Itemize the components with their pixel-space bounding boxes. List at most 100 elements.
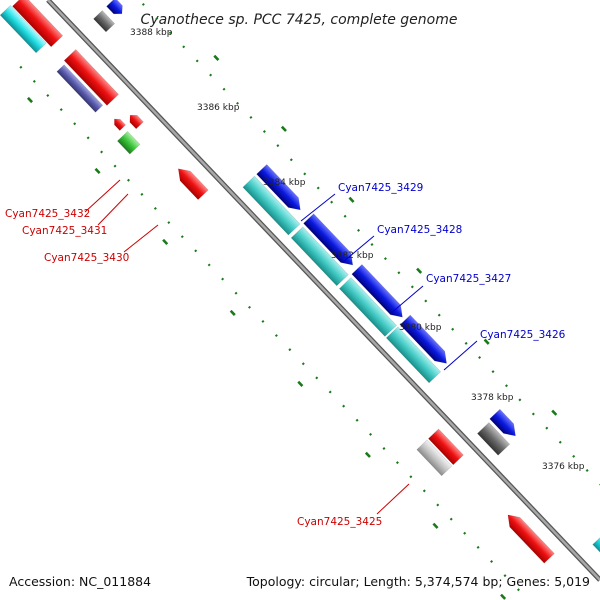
tick-mark xyxy=(364,451,371,458)
tick-mark xyxy=(19,65,23,69)
gene-label-forward[interactable]: Cyan7425_3429 xyxy=(338,182,423,194)
tick-mark xyxy=(315,376,319,380)
tick-mark xyxy=(504,384,508,388)
gene-feature[interactable] xyxy=(416,439,453,477)
tick-mark xyxy=(328,390,332,394)
tick-mark xyxy=(100,150,104,154)
gene-feature[interactable] xyxy=(173,164,209,201)
tick-mark xyxy=(153,206,157,210)
tick-mark xyxy=(46,93,50,97)
tick-mark xyxy=(585,468,589,472)
tick-mark xyxy=(316,186,320,190)
tick-mark xyxy=(209,73,213,77)
tick-mark xyxy=(301,362,305,366)
gene-label-forward[interactable]: Cyan7425_3427 xyxy=(426,273,511,285)
tick-mark xyxy=(276,144,280,148)
tick-mark xyxy=(262,130,266,134)
kbp-label: 3386 kbp xyxy=(197,103,240,113)
kbp-label: 3382 kbp xyxy=(331,251,374,261)
tick-mark xyxy=(551,409,558,416)
gene-feature[interactable] xyxy=(12,0,64,48)
tick-mark xyxy=(162,238,169,246)
tick-mark xyxy=(436,503,440,507)
tick-mark xyxy=(280,125,287,132)
kbp-label: 3378 kbp xyxy=(471,393,514,403)
tick-mark xyxy=(516,588,520,592)
gene-label-reverse[interactable]: Cyan7425_3430 xyxy=(44,252,129,264)
tick-mark xyxy=(545,426,549,430)
kbp-label: 3388 kbp xyxy=(130,28,173,38)
gene-feature[interactable] xyxy=(63,49,119,106)
gene-feature[interactable] xyxy=(476,422,511,456)
gene-feature[interactable] xyxy=(385,326,442,384)
gene-feature[interactable] xyxy=(0,5,47,54)
tick-mark xyxy=(369,432,373,436)
gene-feature[interactable] xyxy=(428,428,464,466)
tick-mark xyxy=(249,115,253,119)
tick-mark xyxy=(155,17,159,21)
gene-label-reverse[interactable]: Cyan7425_3432 xyxy=(5,208,90,220)
genome-backbone xyxy=(46,0,600,582)
tick-mark xyxy=(59,108,63,112)
tick-mark xyxy=(409,475,413,479)
tick-mark xyxy=(490,560,494,563)
tick-mark xyxy=(195,59,199,63)
genome-summary-text: Topology: circular; Length: 5,374,574 bp… xyxy=(246,574,590,589)
gene-feature[interactable] xyxy=(399,314,452,368)
tick-mark xyxy=(343,214,347,218)
tick-mark xyxy=(464,341,468,345)
tick-mark xyxy=(432,522,439,529)
gene-feature[interactable] xyxy=(117,130,141,155)
tick-mark xyxy=(503,574,507,578)
tick-mark xyxy=(222,87,226,91)
tick-mark xyxy=(32,79,36,83)
tick-mark xyxy=(483,338,490,345)
gene-label-reverse[interactable]: Cyan7425_3425 xyxy=(297,516,382,528)
tick-mark xyxy=(518,398,522,402)
gene-feature[interactable] xyxy=(242,175,301,236)
kbp-labels: 3388 kbp 3386 kbp 3384 kbp 3382 kbp 3380… xyxy=(130,28,585,472)
tick-mark xyxy=(397,271,401,275)
tick-mark xyxy=(348,196,355,203)
gene-feature[interactable] xyxy=(290,226,349,287)
gene-label-forward[interactable]: Cyan7425_3426 xyxy=(480,329,566,341)
tick-mark xyxy=(113,164,117,168)
tick-mark xyxy=(330,200,334,204)
tick-mark xyxy=(383,257,387,261)
tick-mark xyxy=(182,45,186,49)
tick-mark xyxy=(437,313,441,317)
tick-mark xyxy=(274,334,278,338)
gene-feature[interactable] xyxy=(303,213,358,270)
tick-mark xyxy=(500,593,507,600)
gene-feature[interactable] xyxy=(93,10,116,33)
gene-feature[interactable] xyxy=(106,0,127,18)
tick-mark xyxy=(180,235,184,239)
accession-text: Accession: NC_011884 xyxy=(9,574,151,589)
tick-mark xyxy=(370,243,374,246)
tick-mark xyxy=(449,517,453,521)
gene-feature[interactable] xyxy=(256,164,306,214)
tick-mark xyxy=(416,267,423,274)
tick-mark xyxy=(229,309,236,316)
gene-feature[interactable] xyxy=(56,64,104,113)
kbp-label: 3376 kbp xyxy=(542,462,585,472)
tick-mark xyxy=(236,101,239,105)
tick-mark xyxy=(94,167,101,175)
gene-feature[interactable] xyxy=(112,116,126,131)
gene-feature[interactable] xyxy=(489,408,521,440)
tick-mark xyxy=(213,54,220,61)
gene-feature[interactable] xyxy=(503,510,555,564)
gene-label-forward[interactable]: Cyan7425_3428 xyxy=(377,224,462,236)
tick-mark xyxy=(491,370,495,374)
gene-feature[interactable] xyxy=(351,264,408,321)
kbp-label: 3384 kbp xyxy=(263,178,306,188)
gene-feature[interactable] xyxy=(338,277,397,337)
tick-mark xyxy=(357,228,361,232)
gene-feature[interactable] xyxy=(126,112,144,130)
tick-mark xyxy=(234,291,238,295)
gene-label-reverse[interactable]: Cyan7425_3431 xyxy=(22,225,107,237)
tick-mark xyxy=(478,356,482,359)
gene-feature[interactable] xyxy=(592,534,600,567)
